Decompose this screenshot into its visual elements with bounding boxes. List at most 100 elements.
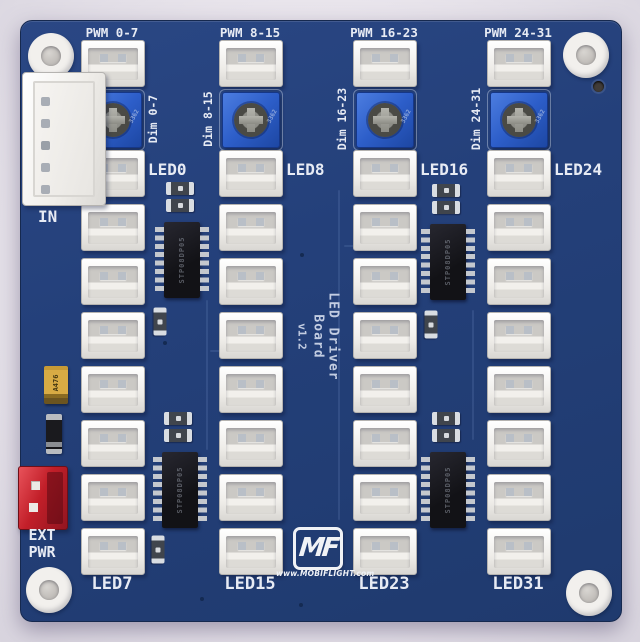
first-led-label: LED8 (286, 160, 325, 179)
led-connector (487, 420, 551, 467)
led-connector (81, 258, 145, 305)
ic-marking: STP08DP05 (176, 466, 184, 514)
driver-ic: STP08DP05 (153, 452, 207, 528)
led-connector (353, 204, 417, 251)
led-connector (353, 528, 417, 575)
led-connector (487, 150, 551, 197)
led-connector (219, 474, 283, 521)
led-column-2: PWM 8-15 3362 Dim 8-15 LED8 LED15 (201, 0, 325, 642)
led-connector (81, 204, 145, 251)
ext-power-label: EXT PWR (18, 527, 66, 561)
pot-marking: 3362 (399, 108, 413, 125)
pwm-connector (353, 40, 417, 87)
last-led-label: LED31 (492, 574, 544, 594)
dim-trimmer-pot: 3362 (219, 89, 283, 151)
driver-ic: STP08DP05 (421, 224, 475, 300)
pwm-label: PWM 16-23 (350, 25, 418, 40)
led-connector (487, 528, 551, 575)
smd-resistor (151, 535, 165, 564)
smd-resistor (166, 199, 194, 212)
led-connector (353, 150, 417, 197)
mounting-hole-bottom-left (26, 567, 72, 613)
first-led-label: LED0 (148, 160, 187, 179)
led-connector (487, 258, 551, 305)
board-title-line2: v1.2 (295, 323, 309, 350)
via-dot (200, 597, 204, 601)
last-led-label: LED7 (91, 574, 133, 594)
smd-resistor (164, 429, 192, 442)
diode (46, 414, 62, 454)
capacitor-marking: A476 (52, 375, 60, 392)
last-led-label: LED15 (224, 574, 276, 594)
dim-trimmer-pot: 3362 (353, 89, 417, 151)
led-connector (219, 204, 283, 251)
led-connector (353, 312, 417, 359)
pcb-trace (206, 300, 208, 450)
led-connector (487, 366, 551, 413)
via-dot (300, 253, 304, 257)
led-connector (219, 366, 283, 413)
pwm-label: PWM 24-31 (484, 25, 552, 40)
dim-label: Dim 24-31 (469, 87, 483, 151)
smd-resistor (432, 184, 460, 197)
input-label: IN (38, 207, 58, 226)
led-connector (81, 474, 145, 521)
first-led-label: LED24 (554, 160, 603, 179)
dim-label: Dim 8-15 (201, 91, 215, 147)
led-connector (219, 258, 283, 305)
mounting-hole-top-left (28, 33, 74, 79)
led-column-4: PWM 24-31 3362 Dim 24-31 LED24 LED31 (469, 0, 602, 642)
ext-power-label-line2: PWR (28, 543, 56, 561)
smd-resistor (432, 412, 460, 425)
led-connector (353, 474, 417, 521)
led-connector (219, 150, 283, 197)
ic-marking: STP08DP05 (178, 236, 186, 284)
dim-trimmer-pot: 3362 (487, 89, 551, 151)
smd-resistor (166, 182, 194, 195)
pot-marking: 3362 (127, 108, 141, 125)
tooling-hole (593, 81, 604, 92)
smd-resistor (424, 310, 438, 339)
led-connector (219, 420, 283, 467)
led-column-3: PWM 16-23 3362 Dim 16-23 LED16 LED23 (335, 0, 468, 642)
board-title: LED Driver Board v1.2 (296, 267, 341, 407)
led-connector (487, 312, 551, 359)
mounting-hole-top-right (563, 32, 609, 78)
led-connector (487, 204, 551, 251)
smd-resistor (432, 429, 460, 442)
mounting-hole-bottom-right (566, 570, 612, 616)
last-led-label: LED23 (358, 574, 410, 594)
first-led-label: LED16 (420, 160, 469, 179)
led-connector (219, 312, 283, 359)
led-connector (219, 528, 283, 575)
via-dot (299, 603, 303, 607)
led-connector (353, 258, 417, 305)
led-connector (487, 474, 551, 521)
mobiflight-logo: MF (293, 527, 343, 570)
led-connector (81, 420, 145, 467)
smd-resistor (153, 307, 167, 336)
board-title-line1: LED Driver Board (310, 292, 341, 381)
pcb-trace (338, 190, 340, 520)
pot-marking: 3362 (533, 108, 547, 125)
pwm-connector (487, 40, 551, 87)
ic-marking: STP08DP05 (444, 238, 452, 286)
dim-label: Dim 16-23 (335, 87, 349, 151)
led-connector (81, 528, 145, 575)
pot-marking: 3362 (265, 108, 279, 125)
ext-power-connector (18, 466, 68, 530)
dim-label: Dim 0-7 (146, 94, 160, 144)
smd-resistor (432, 201, 460, 214)
input-connector-pins (41, 97, 50, 106)
pwm-label: PWM 0-7 (85, 25, 139, 40)
pwm-label: PWM 8-15 (219, 25, 281, 40)
ext-power-label-line1: EXT (28, 526, 56, 544)
led-connector (353, 366, 417, 413)
pwm-connector (219, 40, 283, 87)
logo-mf-text: MF (297, 533, 339, 563)
led-connector (353, 420, 417, 467)
logo-url-text: www.MOBIFLIGHT.com (276, 569, 375, 578)
pcb-trace (472, 310, 474, 440)
led-connector (81, 366, 145, 413)
